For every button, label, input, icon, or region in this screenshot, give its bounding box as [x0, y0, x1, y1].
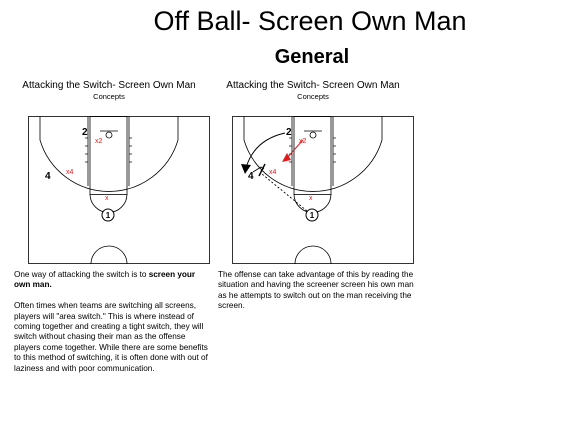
panel-2-paragraph: The offense can take advantage of this b… [218, 270, 414, 311]
defender-x4-label: x4 [269, 169, 277, 176]
panel-2-subtitle: Concepts [297, 92, 329, 101]
court-boundary [232, 116, 414, 264]
player-2-label: 2 [286, 127, 292, 138]
player-1-marker [305, 208, 319, 222]
cut-arrow-head [241, 164, 251, 174]
court-diagram-1: 1 2 4 x2 x4 x [28, 116, 210, 264]
lane-hash-marks [85, 137, 132, 163]
three-point-line [39, 116, 179, 192]
player-4-label: 4 [45, 171, 51, 182]
defender-x2-label: x2 [299, 138, 307, 145]
panel-2-title: Attacking the Switch- Screen Own Man [226, 80, 400, 91]
defender-x2-path [285, 139, 304, 160]
panel-2-description: The offense can take advantage of this b… [218, 270, 414, 322]
defender-x1-mark: x [105, 195, 109, 202]
lane [89, 116, 128, 195]
panel-1-intro-text: One way of attacking the switch is to [14, 270, 149, 279]
defender-x4-label: x4 [66, 169, 74, 176]
lane [293, 116, 332, 195]
player-4-label: 4 [248, 171, 254, 182]
player-1-marker [101, 208, 115, 222]
page-title: Off Ball- Screen Own Man [153, 6, 467, 36]
center-circle [90, 245, 128, 264]
player-1-label: 1 [310, 211, 315, 220]
center-circle [294, 245, 332, 264]
screen-mark [258, 163, 266, 177]
panel-1-bold-text: screen your own man. [14, 270, 196, 290]
basket [309, 131, 317, 139]
panel-1-subtitle: Concepts [93, 92, 125, 101]
panel-1-description: One way of attacking the switch is to sc… [14, 270, 210, 384]
page-subtitle: General [274, 46, 350, 68]
pass-path-1 [261, 173, 308, 212]
player-2-label: 2 [82, 127, 88, 138]
panel-1-title: Attacking the Switch- Screen Own Man [22, 80, 196, 91]
panel-1-paragraph-2: Often times when teams are switching all… [14, 301, 208, 373]
court-diagram-2: 1 2 4 x2 x4 x [232, 116, 414, 264]
defender-x1-mark: x [309, 195, 313, 202]
cut-path-2 [245, 132, 286, 169]
basket [105, 131, 113, 139]
court-boundary [28, 116, 210, 264]
three-point-line [243, 116, 383, 192]
defender-x2-label: x2 [95, 138, 103, 145]
player-1-label: 1 [106, 211, 111, 220]
defender-x2-arrow [282, 153, 291, 162]
lane-hash-marks [289, 137, 336, 163]
